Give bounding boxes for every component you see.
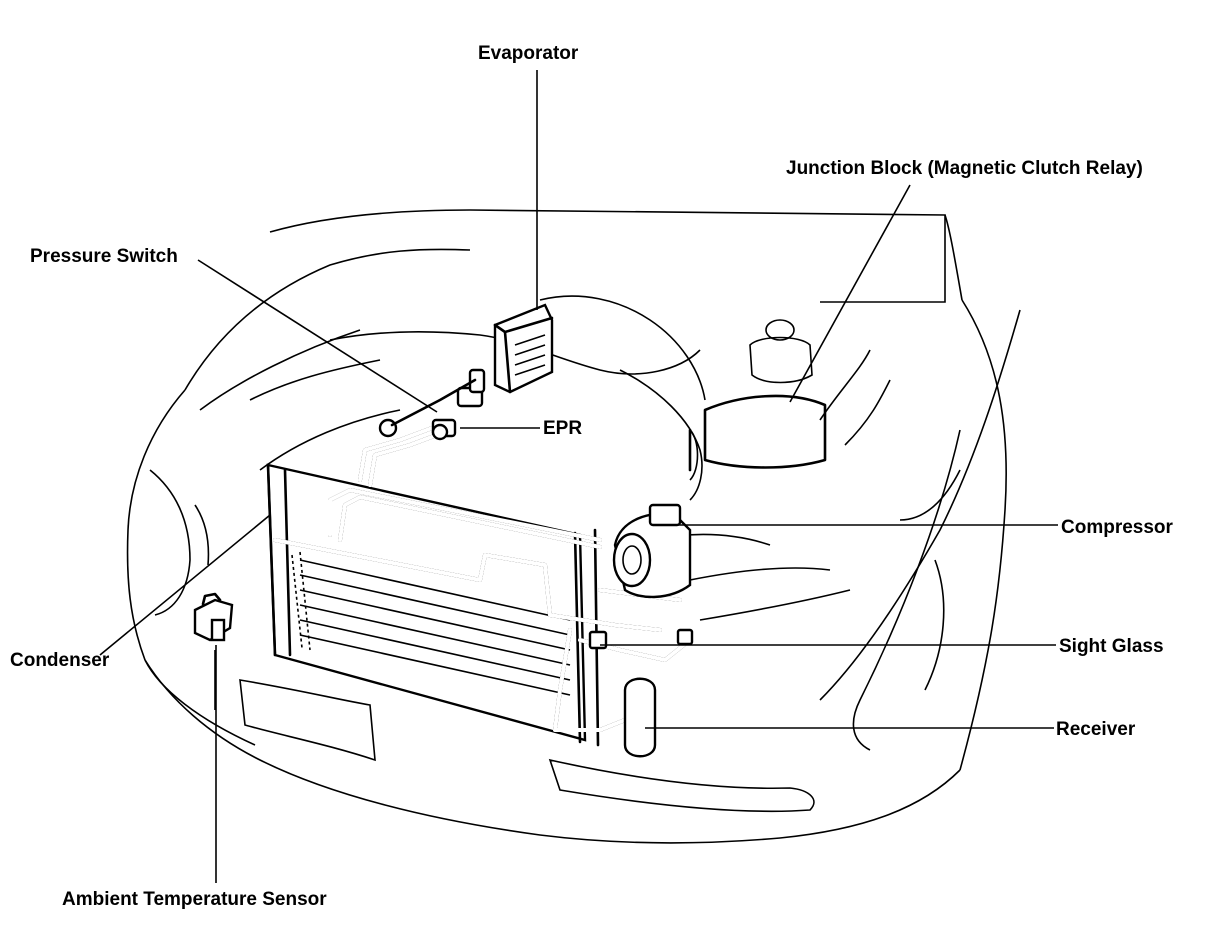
leader-condenser xyxy=(99,514,271,656)
leader-pressure-switch xyxy=(197,259,438,413)
evaporator-unit xyxy=(493,303,554,394)
leader-junction-block xyxy=(789,184,911,403)
receiver-unit xyxy=(588,628,694,758)
compressor-unit xyxy=(612,503,692,599)
label-receiver: Receiver xyxy=(1056,719,1136,740)
ambient-sensor-unit xyxy=(193,592,234,642)
label-sight-glass: Sight Glass xyxy=(1059,636,1164,657)
label-pressure-switch: Pressure Switch xyxy=(30,246,178,267)
label-compressor: Compressor xyxy=(1061,517,1173,538)
label-junction-block: Junction Block (Magnetic Clutch Relay) xyxy=(786,158,1143,179)
label-condenser: Condenser xyxy=(10,650,110,671)
epr-fittings xyxy=(378,368,486,441)
leader-lines xyxy=(99,70,1058,883)
label-ambient-sensor: Ambient Temperature Sensor xyxy=(62,889,327,910)
condenser-unit xyxy=(266,463,600,747)
junction-block xyxy=(688,394,827,472)
label-evaporator: Evaporator xyxy=(478,43,579,64)
label-epr: EPR xyxy=(543,418,583,439)
car-body xyxy=(126,209,1021,844)
